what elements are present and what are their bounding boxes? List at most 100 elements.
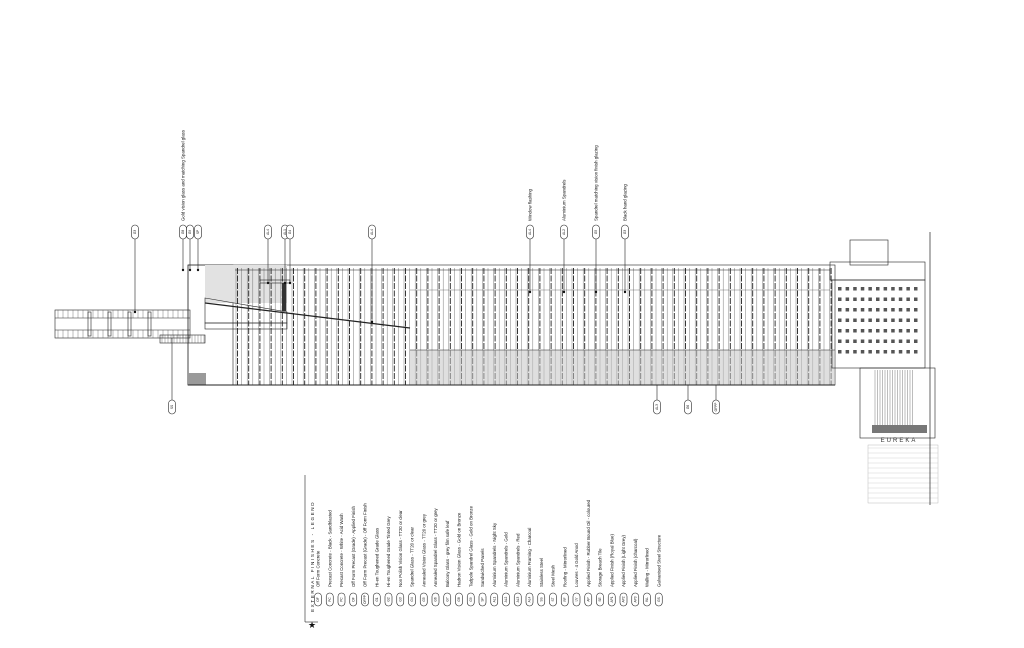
legend-label: Aluminium Spandrels - Gold [504, 532, 509, 587]
core-base [188, 373, 206, 385]
legend-code: OF [316, 597, 320, 601]
callout-tag [194, 224, 202, 240]
callout-top: G4 [286, 224, 294, 285]
bridge-pier [87, 311, 92, 337]
legend-code: SE [598, 597, 602, 601]
callout-tag [286, 224, 294, 240]
callout-code: AL3 [655, 404, 659, 410]
stair-landing [159, 334, 206, 344]
legend-label: Stainless Steel [539, 558, 544, 587]
legend-code: G7 [445, 597, 449, 601]
callout-code: AL4 [528, 229, 532, 235]
main-building-elevation [187, 264, 836, 386]
legend-code-tag [396, 592, 405, 607]
legend-label: Aluminium Framing - Charcoal [527, 528, 532, 587]
facade-fin [282, 283, 286, 311]
legend-code: LV [575, 597, 579, 602]
legend-code: G4 [410, 597, 414, 601]
callout-code: SS [170, 405, 174, 409]
legend-label: Aluminium Spandrels - Red [515, 533, 520, 587]
callout-bottom: OFPP [712, 385, 720, 415]
legend-label: Galvanised Steel Structure [656, 534, 661, 587]
bridge-pier [107, 311, 112, 337]
legend-label: Off Form Precast (Grade) - Off Form Fini… [363, 503, 368, 587]
callout-note: Window flashing [528, 188, 533, 221]
legend-label: Applied Finish - Rubber Bound Oil - colo… [586, 499, 591, 587]
legend-code-tag [361, 592, 369, 607]
signage-band [872, 425, 927, 433]
callout-code: G9 [188, 230, 192, 234]
legend-label: Precast Concrete - Black - Sandblasted [327, 510, 332, 587]
legend-code-tag [619, 592, 628, 607]
callout-tag [264, 224, 272, 240]
legend-label: Walling - Mirrorlined [645, 548, 650, 587]
legend-code-tag [537, 592, 546, 607]
legend-item: PC Precast Concrete - Black - Sandblasted [325, 510, 334, 607]
callout-top: AL4 [368, 224, 376, 324]
legend-code-tag [478, 592, 487, 607]
callout-bottom: G6 [684, 385, 692, 415]
legend-code-tag [607, 592, 616, 607]
eureka-signage: EUREKA [881, 438, 918, 444]
callout-tag [684, 399, 692, 415]
canopy-beam [204, 302, 411, 329]
callout-top: SP [194, 224, 202, 272]
legend-label: Applied Finish (Light Grey) [621, 534, 626, 587]
callout-code: AL1 [283, 229, 287, 235]
legend-code: PC [328, 597, 332, 602]
leader-dot [562, 290, 566, 294]
callout-code: SP [196, 230, 200, 234]
legend-label: Off Form Concrete [316, 550, 321, 587]
legend-code: GS [657, 597, 661, 602]
legend-code-tag [314, 592, 322, 607]
legend-code-tag [372, 592, 381, 607]
legend-code-tag [466, 592, 475, 607]
legend-code-tag [337, 592, 346, 607]
callout-code: G4 [288, 230, 292, 234]
legend-code-tag [631, 592, 640, 607]
leader-dot [528, 290, 532, 294]
office-facade [831, 279, 926, 369]
legend-code: G6 [434, 597, 438, 601]
leader-dot [133, 310, 137, 314]
legend-code-tag [560, 592, 569, 607]
callout-tag [526, 224, 534, 240]
leader-dot [181, 268, 185, 272]
callout-tag [592, 224, 600, 240]
legend-code-tag [572, 592, 581, 607]
bridge-pier [127, 311, 132, 337]
legend-code-tag [490, 592, 499, 607]
leader-dot [283, 281, 287, 285]
legend-code-tag [408, 592, 416, 607]
lower-glazing-band [410, 350, 835, 385]
legend-code-tag [443, 592, 452, 607]
bridge-outline [54, 309, 191, 339]
callout-code: G3 [623, 230, 627, 234]
legend-label: Hadron Vision Glass - Gold on Bronze [457, 512, 462, 587]
leader-dot [188, 268, 192, 272]
pedestrian-bridge [54, 309, 206, 344]
legend-label: Precast Concrete - White - Acid Wash [339, 513, 344, 587]
